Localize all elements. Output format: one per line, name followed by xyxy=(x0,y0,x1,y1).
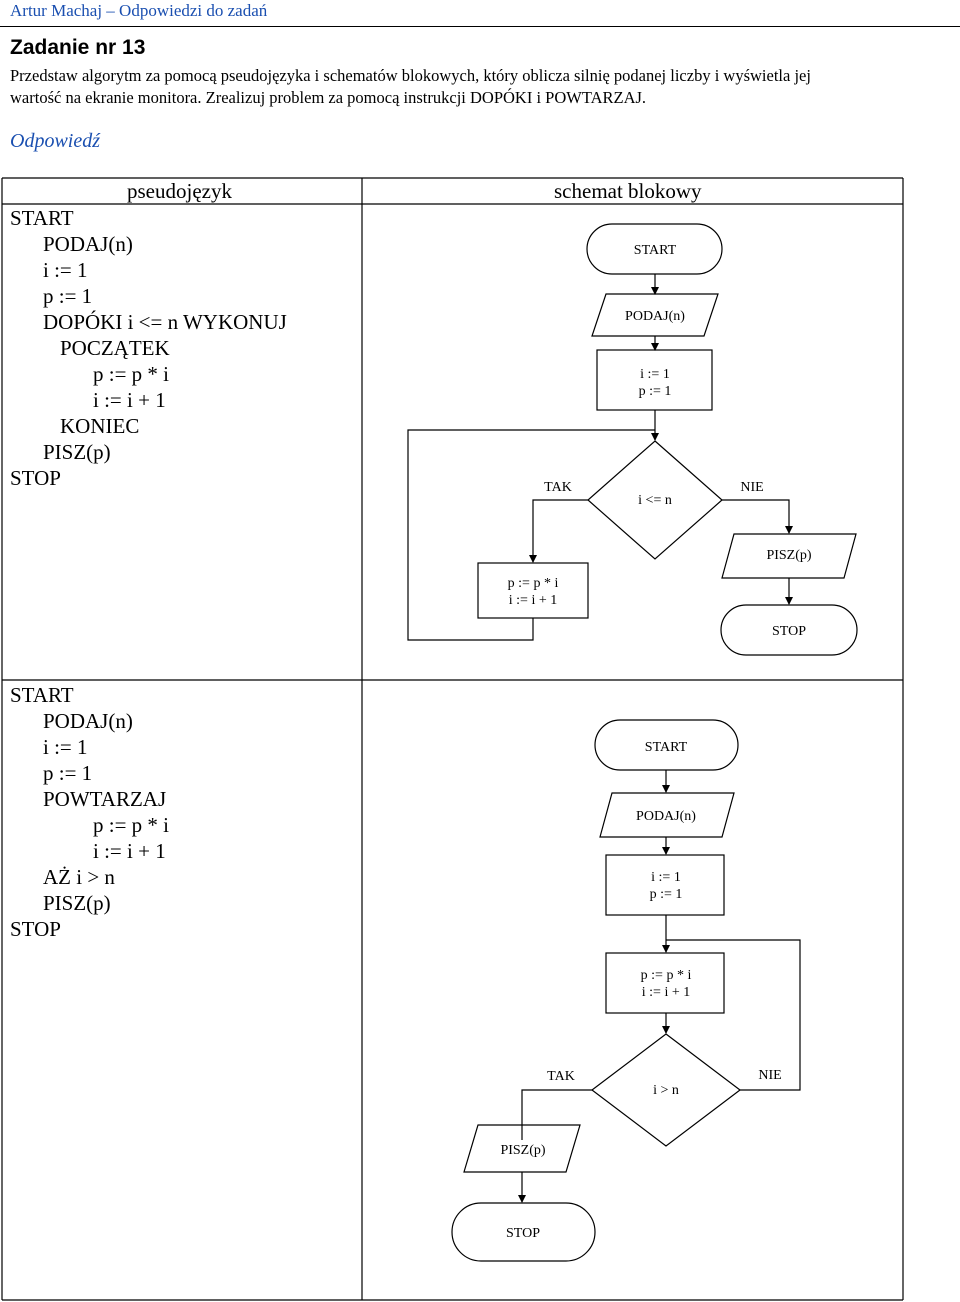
fc1-init-label-2: p := 1 xyxy=(639,384,672,399)
fc1-stop-label: STOP xyxy=(772,624,806,639)
fc1-condition-diamond xyxy=(587,440,723,560)
fc2-stop-label: STOP xyxy=(506,1226,540,1241)
fc1-body-label-2: i := i + 1 xyxy=(509,593,557,608)
table-grid xyxy=(1,177,904,1301)
pseudo-repeat-line-2: PODAJ(n) xyxy=(43,709,133,733)
pseudo-while-line-10: PISZ(p) xyxy=(43,440,111,464)
header-title: Artur Machaj – Odpowiedzi do zadań xyxy=(10,1,268,20)
fc1-body-label-1: p := p * i xyxy=(508,576,559,591)
answer-label: Odpowiedź xyxy=(10,130,100,152)
fc1-start-label: START xyxy=(634,243,677,258)
fc2-no-label: NIE xyxy=(758,1068,781,1083)
pseudo-repeat-line-4: p := 1 xyxy=(43,761,93,785)
fc2-start-label: START xyxy=(645,740,688,755)
fc2-output-label: PISZ(p) xyxy=(500,1143,545,1158)
fc1-output-label: PISZ(p) xyxy=(766,548,811,563)
fc1-yes-label: TAK xyxy=(544,480,572,495)
fc2-input-label: PODAJ(n) xyxy=(636,809,696,824)
pseudo-while-line-3: i := 1 xyxy=(43,258,88,282)
header-rule xyxy=(0,26,960,27)
flowchart-while xyxy=(407,223,858,656)
fc1-condition-label: i <= n xyxy=(638,493,672,508)
column-header-flowchart: schemat blokowy xyxy=(554,179,702,203)
fc2-yes-label: TAK xyxy=(547,1069,575,1084)
pseudo-repeat-line-5: POWTARZAJ xyxy=(43,787,167,811)
pseudo-while-line-2: PODAJ(n) xyxy=(43,232,133,256)
fc1-input-label: PODAJ(n) xyxy=(625,309,685,324)
pseudo-while-line-6: POCZĄTEK xyxy=(60,336,170,360)
pseudo-while-line-5: DOPÓKI i <= n WYKONUJ xyxy=(43,310,287,334)
pseudo-while-line-8: i := i + 1 xyxy=(93,388,166,412)
pseudo-while-line-7: p := p * i xyxy=(93,362,170,386)
fc2-body-label-2: i := i + 1 xyxy=(642,985,690,1000)
fc2-condition-label: i > n xyxy=(653,1083,679,1098)
fc2-output-parallelogram xyxy=(463,1124,581,1173)
pseudo-repeat-line-10: STOP xyxy=(10,917,61,941)
task-title: Zadanie nr 13 xyxy=(10,36,146,59)
pseudo-repeat-line-7: i := i + 1 xyxy=(93,839,166,863)
fc1-init-label-1: i := 1 xyxy=(640,367,670,382)
task-text-line-1: Przedstaw algorytm za pomocą pseudojęzyk… xyxy=(10,66,811,85)
pseudo-repeat-line-6: p := p * i xyxy=(93,813,170,837)
pseudo-while-line-9: KONIEC xyxy=(60,414,140,438)
flowchart-repeat xyxy=(451,719,801,1262)
fc1-output-parallelogram xyxy=(721,533,857,579)
pseudo-repeat-line-8: AŻ i > n xyxy=(43,865,115,889)
fc2-condition-diamond xyxy=(591,1033,741,1147)
pseudo-while-line-4: p := 1 xyxy=(43,284,93,308)
fc1-input-parallelogram xyxy=(591,293,719,337)
task-text-line-2: wartość na ekranie monitora. Zrealizuj p… xyxy=(10,88,647,107)
pseudo-while-line-1: START xyxy=(10,206,74,230)
column-header-pseudocode: pseudojęzyk xyxy=(127,179,232,203)
fc1-stop-terminal xyxy=(720,604,858,656)
pseudo-repeat-line-1: START xyxy=(10,683,74,707)
fc2-input-parallelogram xyxy=(599,792,735,838)
fc1-no-label: NIE xyxy=(740,480,763,495)
fc2-body-label-1: p := p * i xyxy=(641,968,692,983)
fc2-stop-terminal xyxy=(451,1202,596,1262)
pseudo-while-line-11: STOP xyxy=(10,466,61,490)
pseudo-repeat-line-9: PISZ(p) xyxy=(43,891,111,915)
fc2-init-process xyxy=(605,854,725,916)
fc2-body-process xyxy=(605,952,725,1014)
fc2-init-label-1: i := 1 xyxy=(651,870,681,885)
fc2-init-label-2: p := 1 xyxy=(650,887,683,902)
pseudo-repeat-line-3: i := 1 xyxy=(43,735,88,759)
